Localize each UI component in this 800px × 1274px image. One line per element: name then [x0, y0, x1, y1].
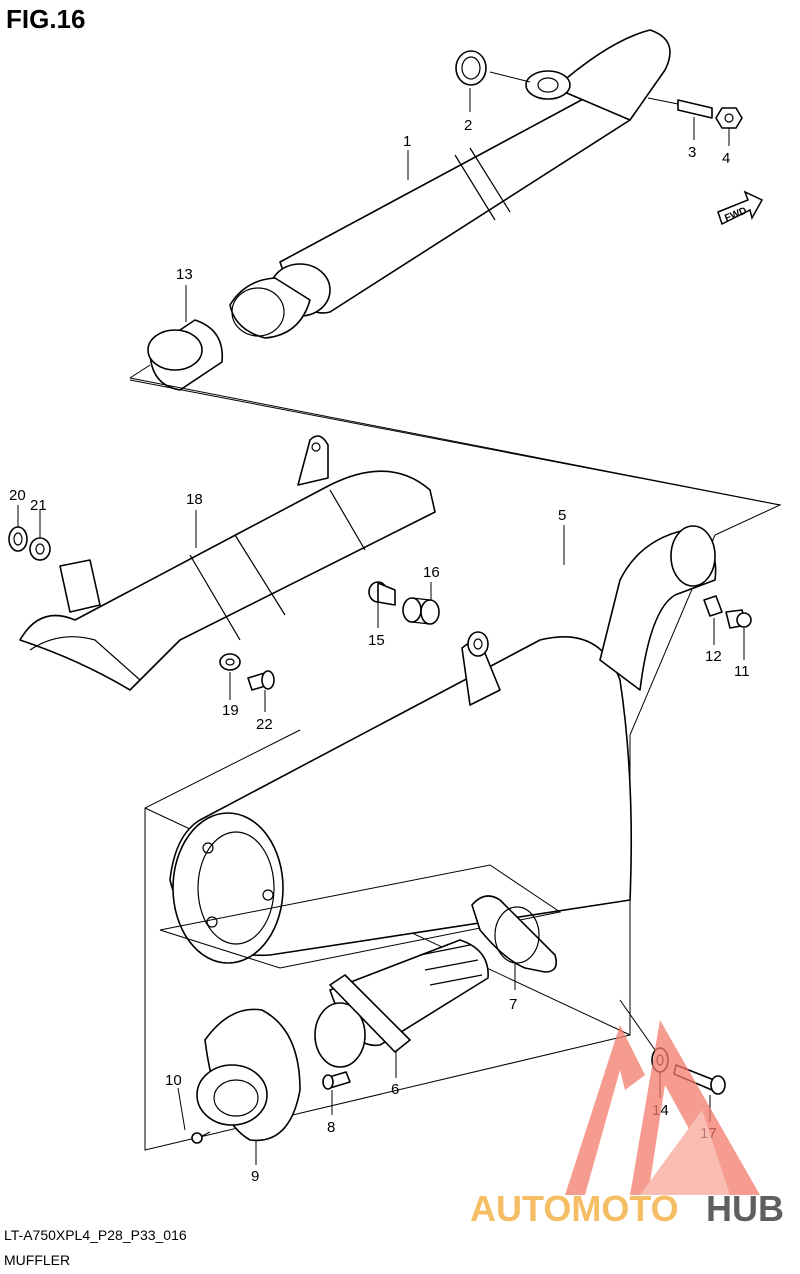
part-13-tube[interactable]: [147, 277, 311, 391]
logo-triangle-icon: [565, 1020, 760, 1195]
callout-5: 5: [558, 507, 566, 524]
part-18-heat-shield[interactable]: [19, 435, 436, 691]
part-6-spark-arrester[interactable]: [314, 939, 489, 1068]
callout-1: 1: [403, 133, 411, 150]
part-19-washer[interactable]: [219, 653, 241, 671]
callout-6: 6: [391, 1081, 399, 1098]
callout-9: 9: [251, 1168, 259, 1185]
logo-text-accent: AUTOMOTO: [470, 1188, 679, 1229]
callout-7: 7: [509, 996, 517, 1013]
callout-18: 18: [186, 491, 203, 508]
part-7-gasket[interactable]: [471, 895, 558, 973]
callout-4: 4: [722, 150, 730, 167]
fwd-arrow-icon: FWD: [717, 190, 764, 226]
group-boundary-upper: [129, 364, 151, 379]
callout-16: 16: [423, 564, 440, 581]
figure-title: FIG.16: [6, 4, 86, 34]
part-12-collar[interactable]: [703, 595, 723, 617]
part-10-screw[interactable]: [191, 1131, 211, 1144]
callout-12: 12: [705, 648, 722, 665]
part-11-bolt[interactable]: [725, 609, 752, 629]
callout-20: 20: [9, 487, 26, 504]
diagram-code: LT-A750XPL4_P28_P33_016: [4, 1227, 187, 1243]
part-5-muffler[interactable]: [169, 525, 717, 964]
diagram-name: MUFFLER: [4, 1252, 71, 1268]
callout-21: 21: [30, 497, 47, 514]
callout-13: 13: [176, 266, 193, 283]
part-1-exhaust-pipe[interactable]: [269, 29, 671, 317]
leader-lines: [17, 71, 745, 1165]
part-3-stud-bolt[interactable]: [647, 97, 713, 119]
part-9-end-cap[interactable]: [196, 1008, 301, 1142]
callout-15: 15: [368, 632, 385, 649]
callout-10: 10: [165, 1072, 182, 1089]
part-16-grommet[interactable]: [402, 597, 440, 625]
part-2-gasket[interactable]: [455, 50, 487, 86]
callout-19: 19: [222, 702, 239, 719]
part-21-grommet[interactable]: [29, 537, 51, 561]
automotohub-logo: AUTOMOTO HUB: [470, 1020, 784, 1229]
part-20-washer[interactable]: [8, 526, 28, 552]
callout-8: 8: [327, 1119, 335, 1136]
logo-text-dark: HUB: [706, 1188, 784, 1229]
callout-11: 11: [734, 663, 750, 680]
callout-2: 2: [464, 117, 472, 134]
part-8-bolt[interactable]: [322, 1071, 351, 1090]
callout-22: 22: [256, 716, 273, 733]
part-15-collar[interactable]: [368, 581, 396, 606]
part-4-nut[interactable]: [715, 107, 743, 129]
callout-3: 3: [688, 144, 696, 161]
part-22-bolt[interactable]: [247, 670, 275, 691]
